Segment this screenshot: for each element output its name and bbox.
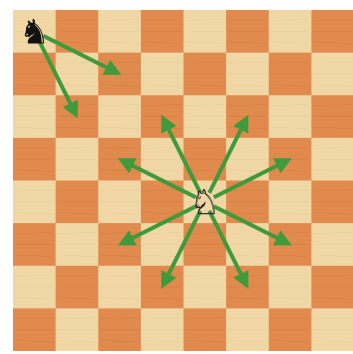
white-knight-piece[interactable]: ♘	[190, 183, 220, 223]
board-canvas: ♞♘	[13, 10, 353, 351]
black-knight-piece[interactable]: ♞	[19, 12, 49, 52]
chess-board: ♞♘	[13, 10, 353, 351]
squares-layer	[13, 10, 353, 351]
